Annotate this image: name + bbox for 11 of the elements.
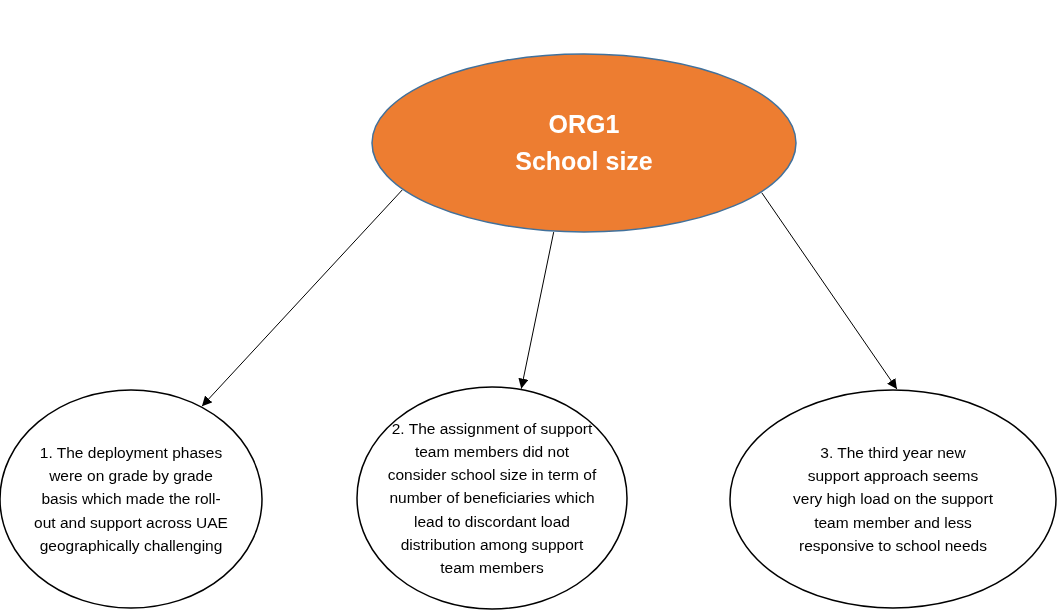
arrow bbox=[518, 231, 555, 390]
ellipse-node bbox=[371, 53, 797, 233]
ellipse-node bbox=[729, 389, 1057, 609]
node-title: ORG1 bbox=[548, 108, 620, 140]
arrow bbox=[201, 189, 403, 407]
node-text: 1. The deployment phases were on grade by grade basis which made the roll-out and support across UAE geographically challenging bbox=[33, 442, 229, 556]
node-text: 2. The assignment of support team members did not consider school size in term of number of beneficiaries which lead to discordant load distribution among support team members bbox=[387, 418, 597, 579]
ellipse-node bbox=[356, 386, 628, 610]
node-title: School size bbox=[515, 146, 653, 177]
node-text: 3. The third year new support approach seems very high load on the support team member and less responsive to school needs bbox=[793, 442, 993, 556]
arrow bbox=[761, 192, 898, 390]
